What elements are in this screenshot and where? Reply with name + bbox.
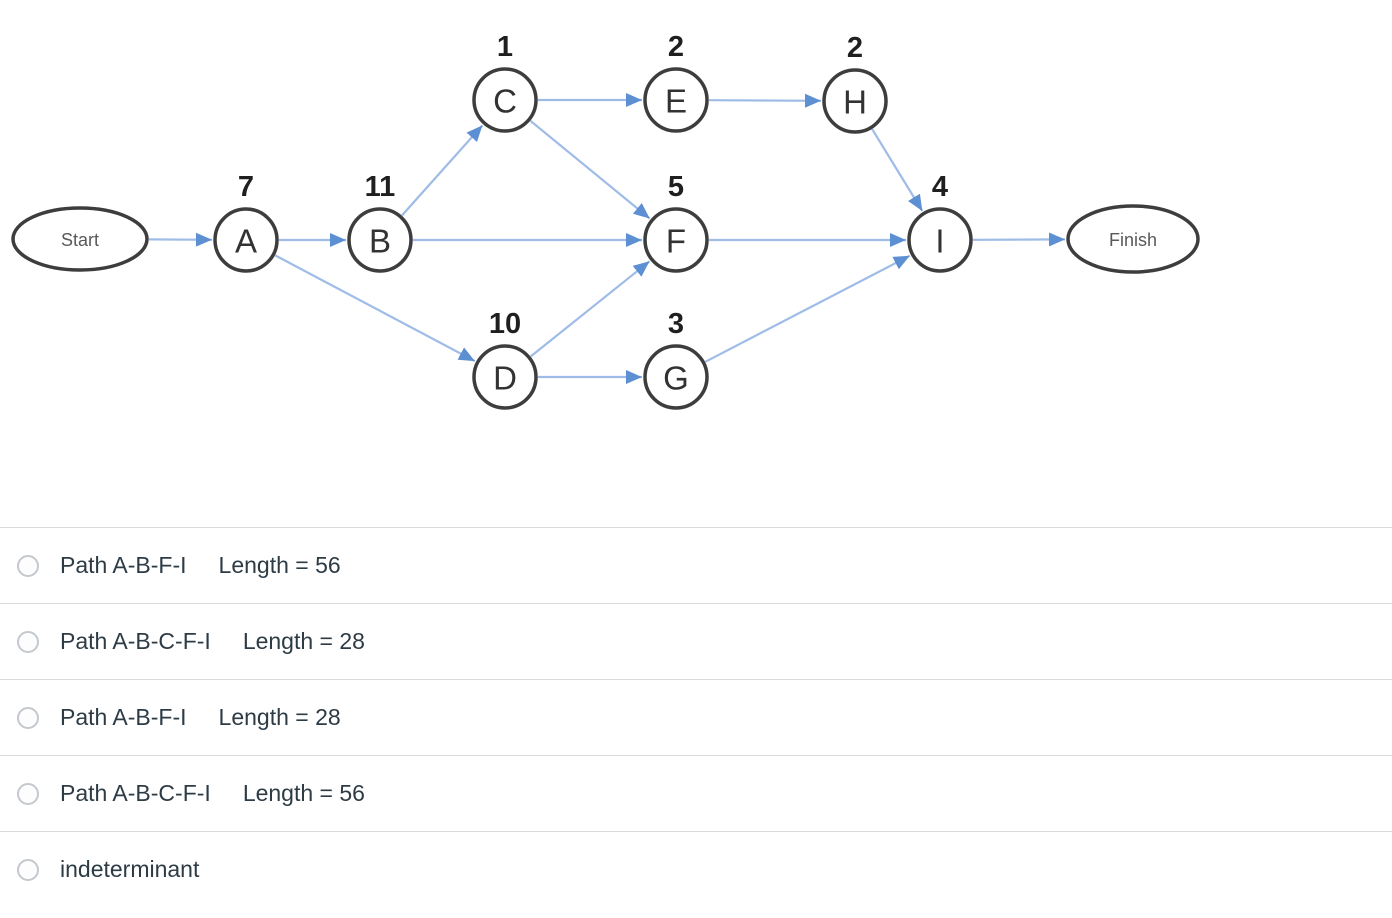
node-D-duration: 10 (489, 308, 521, 340)
node-H-duration: 2 (847, 32, 863, 64)
node-A-label: A (235, 223, 257, 260)
node-D: D 10 (472, 308, 538, 410)
node-I-shape (907, 207, 973, 273)
node-C-shape (472, 67, 538, 133)
node-start-label: Start (61, 230, 99, 250)
radio-button[interactable] (17, 782, 39, 805)
node-I-label: I (935, 223, 944, 260)
node-start-shape (11, 206, 149, 272)
node-G-shape (643, 344, 709, 410)
node-start: Start (11, 206, 149, 272)
node-G-duration: 3 (668, 308, 684, 340)
option-length-label: Length = 28 (218, 704, 341, 730)
node-F-duration: 5 (668, 171, 684, 203)
node-G: G3 (643, 308, 709, 410)
node-H-label: H (843, 84, 867, 121)
radio-button[interactable] (17, 630, 39, 653)
node-E-shape (643, 67, 709, 133)
node-B-shape (347, 207, 413, 273)
node-E-label: E (665, 83, 687, 120)
node-H: H2 (822, 32, 888, 134)
answer-option-2[interactable]: Path A-B-C-F-I Length = 28 (0, 603, 1392, 679)
edge-B-C (401, 124, 484, 217)
answer-option-5[interactable]: indeterminant (0, 831, 1392, 907)
node-finish: Finish (1066, 204, 1200, 274)
edge-H-I (871, 128, 924, 212)
node-C: C1 (472, 31, 538, 133)
answer-options: Path A-B-F-I Length = 56 Path A-B-C-F-I … (0, 527, 1392, 907)
edge-A-D (274, 254, 476, 363)
answer-option-1[interactable]: Path A-B-F-I Length = 56 (0, 527, 1392, 603)
node-A-shape (213, 207, 279, 273)
option-path-label: Path A-B-F-I (60, 552, 187, 578)
node-A-duration: 7 (238, 171, 254, 203)
radio-button[interactable] (17, 706, 39, 729)
node-E: E2 (643, 31, 709, 133)
node-B-duration: 11 (365, 171, 396, 203)
option-length-label: Length = 56 (218, 552, 341, 578)
option-length-label: Length = 28 (242, 628, 365, 654)
radio-button[interactable] (17, 554, 39, 577)
edge-E-H (708, 93, 822, 108)
answer-option-4[interactable]: Path A-B-C-F-I Length = 56 (0, 755, 1392, 831)
radio-button[interactable] (17, 858, 39, 881)
option-length-label: Length = 56 (242, 780, 365, 806)
node-G-label: G (663, 360, 689, 397)
node-B: B 11 (347, 171, 413, 273)
node-finish-shape (1066, 204, 1200, 274)
node-finish-label: Finish (1109, 230, 1157, 250)
edge-G-I (704, 254, 911, 363)
node-D-label: D (493, 360, 517, 397)
option-path-label: Path A-B-C-F-I (60, 780, 211, 806)
answer-option-3[interactable]: Path A-B-F-I Length = 28 (0, 679, 1392, 755)
node-A: A7 (213, 171, 279, 273)
node-C-duration: 1 (497, 31, 513, 63)
option-path-label: Path A-B-C-F-I (60, 628, 211, 654)
node-F-shape (643, 207, 709, 273)
option-path-label: indeterminant (60, 856, 200, 882)
node-F-label: F (666, 223, 686, 260)
node-B-label: B (369, 223, 391, 260)
edge-D-F (530, 260, 651, 358)
node-C-label: C (493, 83, 517, 120)
diagram-edges (148, 93, 1066, 384)
node-E-duration: 2 (668, 31, 684, 63)
option-path-label: Path A-B-F-I (60, 704, 187, 730)
node-I-duration: 4 (932, 171, 948, 203)
node-H-shape (822, 68, 888, 134)
edge-C-F (529, 120, 651, 220)
node-I: I4 (907, 171, 973, 273)
node-F: F5 (643, 171, 709, 273)
node-D-shape (472, 344, 538, 410)
